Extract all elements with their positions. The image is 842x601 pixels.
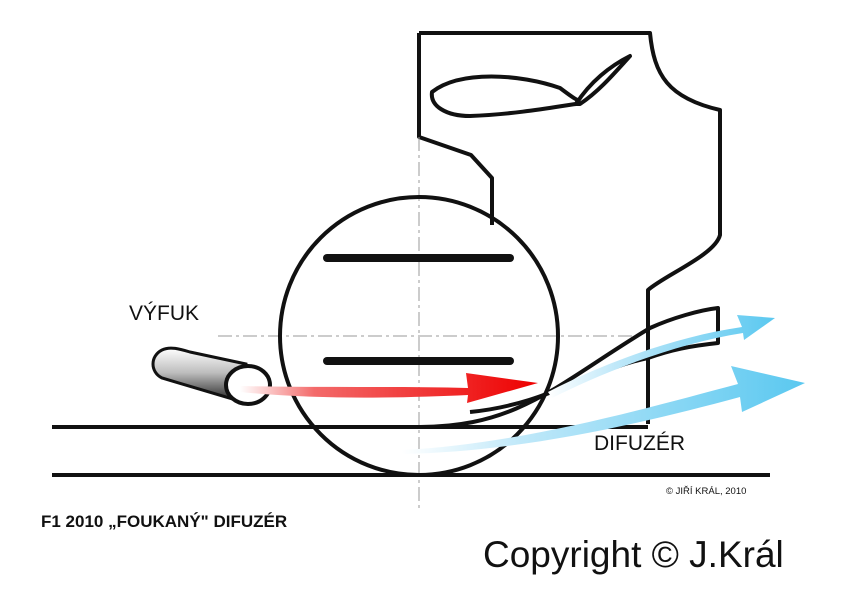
rear-wing-element xyxy=(429,74,580,118)
rear-bodywork-outline xyxy=(417,31,722,424)
diffuser-label: DIFUZÉR xyxy=(594,432,685,455)
exhaust-pipe xyxy=(151,346,272,406)
upper-air-flow-arrow xyxy=(548,315,775,398)
wing-flap xyxy=(574,54,632,106)
diffuser-upper-wall xyxy=(419,306,720,429)
copyright-notice: Copyright © J.Král xyxy=(483,534,784,575)
diagram-caption: F1 2010 „FOUKANÝ" DIFUZÉR xyxy=(41,512,287,531)
exhaust-flow-arrow xyxy=(240,373,538,403)
author-credit: © JIŘÍ KRÁL, 2010 xyxy=(666,486,746,497)
centerlines xyxy=(218,137,640,510)
exhaust-label: VÝFUK xyxy=(129,302,199,325)
lower-air-flow-arrow xyxy=(402,366,805,454)
